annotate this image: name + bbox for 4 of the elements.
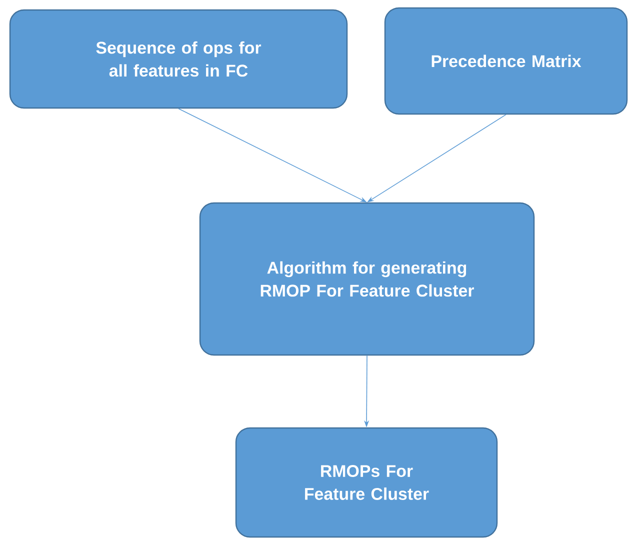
- process-box: Precedence Matrix: [384, 7, 628, 115]
- process-box: RMOPs For Feature Cluster: [235, 427, 498, 538]
- process-box: Algorithm for generating RMOP For Feature Cluster: [199, 202, 535, 356]
- process-box: Sequence of ops for all features in FC: [9, 9, 348, 109]
